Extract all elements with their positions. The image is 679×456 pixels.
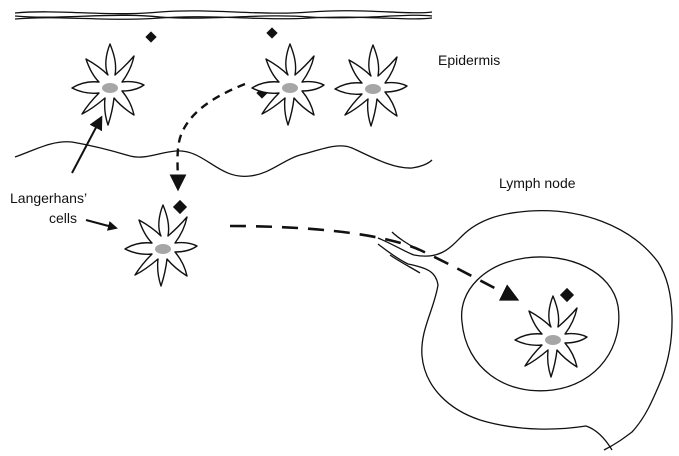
basement-membrane-line	[15, 142, 432, 177]
langerhans-cell-dermis	[125, 205, 197, 286]
afferent-lymphatic-vessel	[390, 232, 420, 273]
langerhans-label-line1: Langerhans’	[10, 190, 87, 207]
langerhans-cell-epidermis-1	[72, 44, 144, 125]
lymph-node-label: Lymph node	[499, 175, 576, 192]
antigen-diamond	[173, 200, 187, 214]
antigen-diamond	[560, 288, 574, 302]
langerhans-label-line2: cells	[49, 210, 77, 227]
label-arrow-epidermal-cell	[72, 118, 101, 173]
migration-arrow-down	[178, 84, 246, 188]
skin-surface-lines	[15, 11, 432, 20]
antigen-diamond	[266, 27, 277, 38]
langerhans-cell-lymph-node	[515, 296, 587, 377]
lymph-node-capsule	[378, 211, 672, 450]
lymph-node-capsule-lower	[378, 244, 612, 450]
langerhans-cell-epidermis-2	[252, 44, 324, 125]
langerhans-cell-epidermis-3	[335, 45, 407, 126]
epidermis-label: Epidermis	[438, 52, 500, 69]
migration-arrow-to-node	[230, 226, 516, 299]
label-arrow-dermal-cell	[86, 220, 116, 228]
antigen-diamond	[145, 31, 156, 42]
